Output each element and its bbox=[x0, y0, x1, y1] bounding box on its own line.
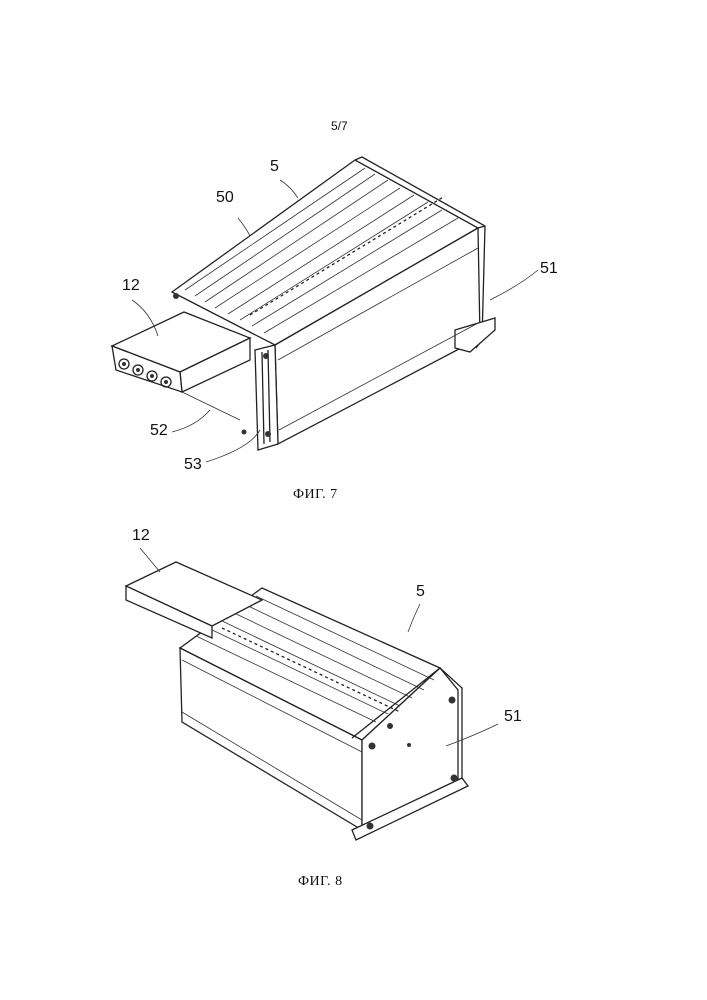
figure-8-caption: ФИГ. 8 bbox=[298, 874, 343, 890]
fig8-ref-51: 51 bbox=[504, 708, 522, 726]
fig7-ref-53: 53 bbox=[184, 456, 202, 474]
fig7-ref-51: 51 bbox=[540, 260, 558, 278]
figure-7-caption: ФИГ. 7 bbox=[293, 487, 338, 503]
fig8-ref-5: 5 bbox=[416, 583, 425, 601]
fig7-ref-5: 5 bbox=[270, 158, 279, 176]
fig8-ref-12: 12 bbox=[132, 527, 150, 545]
fig7-ref-50: 50 bbox=[216, 189, 234, 207]
fig7-ref-12: 12 bbox=[122, 277, 140, 295]
fig7-ref-52: 52 bbox=[150, 422, 168, 440]
fig8-battery-housing bbox=[180, 588, 468, 840]
